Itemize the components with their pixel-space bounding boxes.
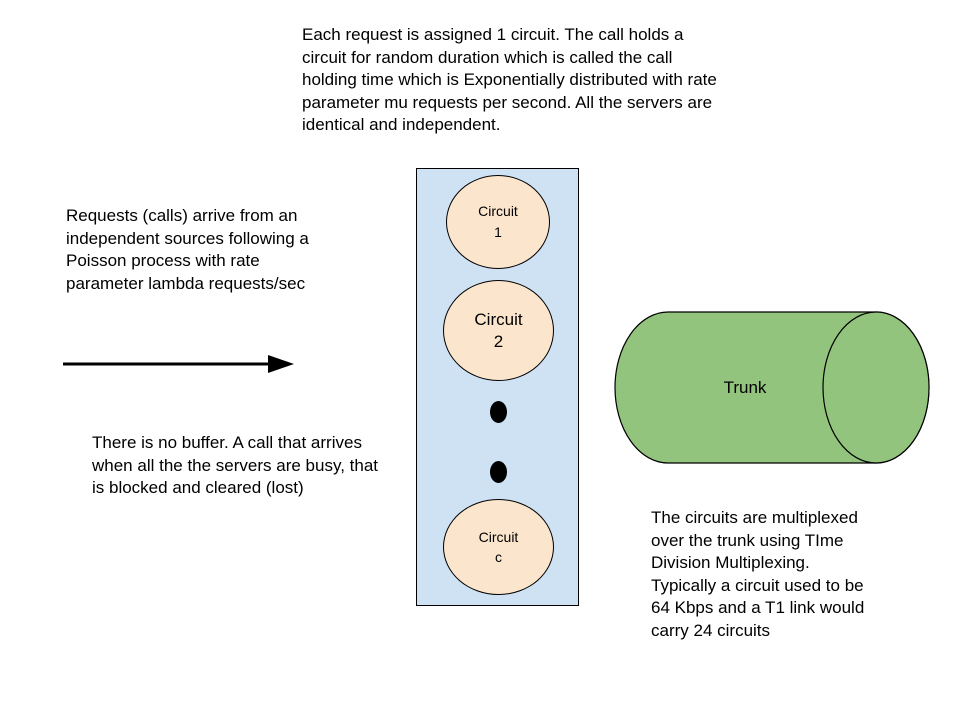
- circuit-c-name: Circuit: [478, 529, 519, 545]
- trunk-cylinder: [614, 311, 930, 464]
- circuit-1-node: Circuit 1: [446, 175, 550, 269]
- trunk-label: Trunk: [723, 378, 767, 397]
- no-buffer-note: There is no buffer. A call that arrives …: [92, 433, 379, 497]
- circuit-2-id: 2: [493, 331, 504, 351]
- circuit-2-name: Circuit: [474, 309, 523, 329]
- circuit-1-id: 1: [494, 224, 502, 240]
- ellipsis-dot-upper: [490, 401, 507, 423]
- circuit-c-node: Circuit c: [443, 499, 554, 595]
- arrivals-note: Requests (calls) arrive from an independ…: [66, 206, 309, 293]
- circuit-c-id: c: [495, 549, 502, 565]
- ellipsis-dot-lower: [490, 461, 507, 483]
- circuit-2-node: Circuit 2: [443, 280, 554, 381]
- arrival-arrow: [63, 355, 294, 373]
- call-holding-note: Each request is assigned 1 circuit. The …: [302, 25, 717, 134]
- multiplexing-note: The circuits are multiplexed over the tr…: [651, 508, 865, 640]
- circuit-1-name: Circuit: [478, 203, 518, 219]
